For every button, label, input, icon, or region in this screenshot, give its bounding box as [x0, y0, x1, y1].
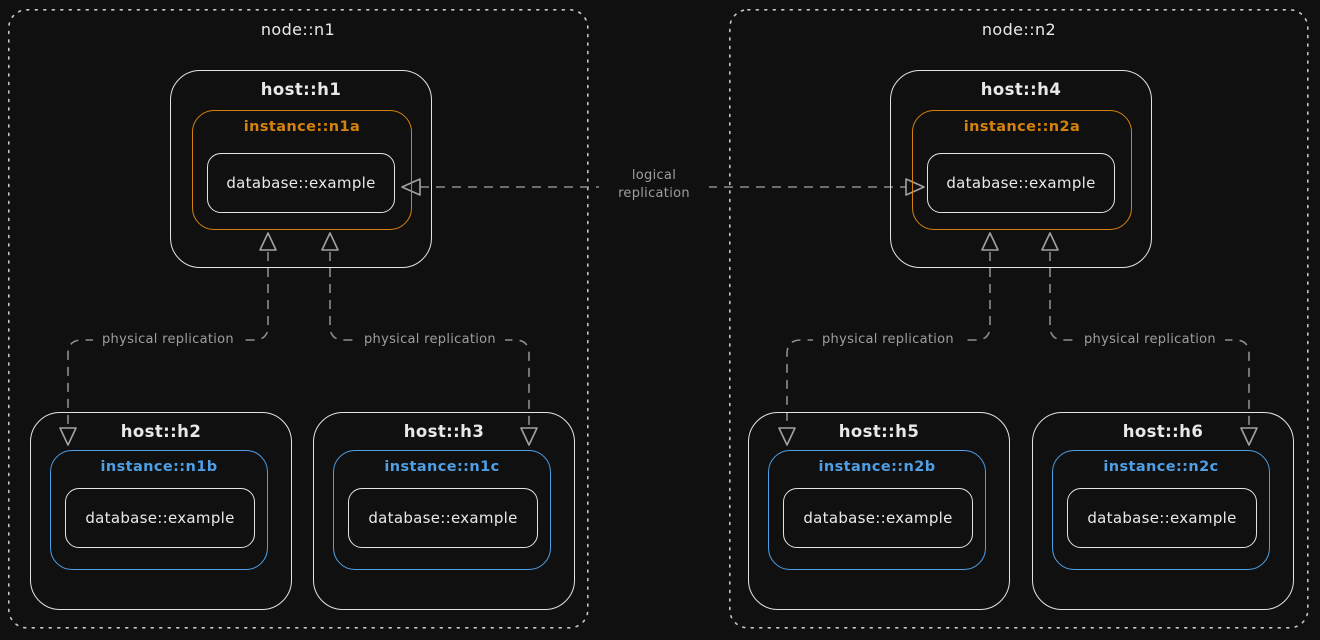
arrowhead-up-icon [1041, 232, 1059, 251]
arrowhead-down-icon [778, 427, 796, 446]
host-h2-title: host::h2 [120, 422, 202, 441]
node-n1-title: node::n1 [260, 20, 336, 39]
host-h3-box: host::h3 [313, 412, 575, 610]
host-h5-box: host::h5 [748, 412, 1010, 610]
database-label: database::example [368, 509, 518, 527]
arrowhead-down-icon [59, 427, 77, 446]
host-h4-title: host::h4 [980, 80, 1062, 99]
arrowhead-right-icon [905, 178, 925, 196]
host-h6-title: host::h6 [1122, 422, 1204, 441]
arrowhead-down-icon [520, 427, 538, 446]
edge-label-logical-replication: logical replication [599, 167, 709, 203]
host-h1-title: host::h1 [260, 80, 342, 99]
database-box: database::example [65, 488, 255, 548]
node-n2-title: node::n2 [981, 20, 1057, 39]
database-label: database::example [226, 174, 376, 192]
edge-label-physical-replication: physical replication [813, 331, 963, 349]
edge-label-physical-replication: physical replication [355, 331, 505, 349]
database-box: database::example [348, 488, 538, 548]
instance-n1b-box: instance::n1b [50, 450, 268, 570]
database-label: database::example [85, 509, 235, 527]
edge-label-logical-line2: replication [618, 186, 690, 201]
host-h1-box: host::h1 [170, 70, 432, 268]
instance-n1c-title: instance::n1c [384, 459, 500, 475]
database-box: database::example [207, 153, 395, 213]
database-label: database::example [946, 174, 1096, 192]
instance-n2b-box: instance::n2b [768, 450, 986, 570]
database-label: database::example [1087, 509, 1237, 527]
arrowhead-up-icon [981, 232, 999, 251]
host-h3-title: host::h3 [403, 422, 485, 441]
node-n2-border [728, 9, 1309, 629]
instance-n2a-title: instance::n2a [963, 119, 1081, 135]
database-box: database::example [927, 153, 1115, 213]
arrowhead-down-icon [1240, 427, 1258, 446]
host-h4-box: host::h4 [890, 70, 1152, 268]
instance-n2c-box: instance::n2c [1052, 450, 1270, 570]
edge-label-physical-replication: physical replication [93, 331, 243, 349]
host-h5-title: host::h5 [838, 422, 920, 441]
edge-label-logical-line1: logical [631, 168, 677, 183]
database-box: database::example [783, 488, 973, 548]
node-n1-border [8, 9, 589, 629]
arrowhead-up-icon [321, 232, 339, 251]
edge-label-physical-replication: physical replication [1075, 331, 1225, 349]
database-label: database::example [803, 509, 953, 527]
database-box: database::example [1067, 488, 1257, 548]
instance-n2c-title: instance::n2c [1103, 459, 1219, 475]
instance-n2a-box: instance::n2a [912, 110, 1132, 230]
instance-n1a-box: instance::n1a [192, 110, 412, 230]
instance-n1b-title: instance::n1b [100, 459, 218, 475]
arrowhead-up-icon [259, 232, 277, 251]
instance-n1c-box: instance::n1c [333, 450, 551, 570]
host-h2-box: host::h2 [30, 412, 292, 610]
instance-n1a-title: instance::n1a [243, 119, 361, 135]
instance-n2b-title: instance::n2b [818, 459, 936, 475]
host-h6-box: host::h6 [1032, 412, 1294, 610]
